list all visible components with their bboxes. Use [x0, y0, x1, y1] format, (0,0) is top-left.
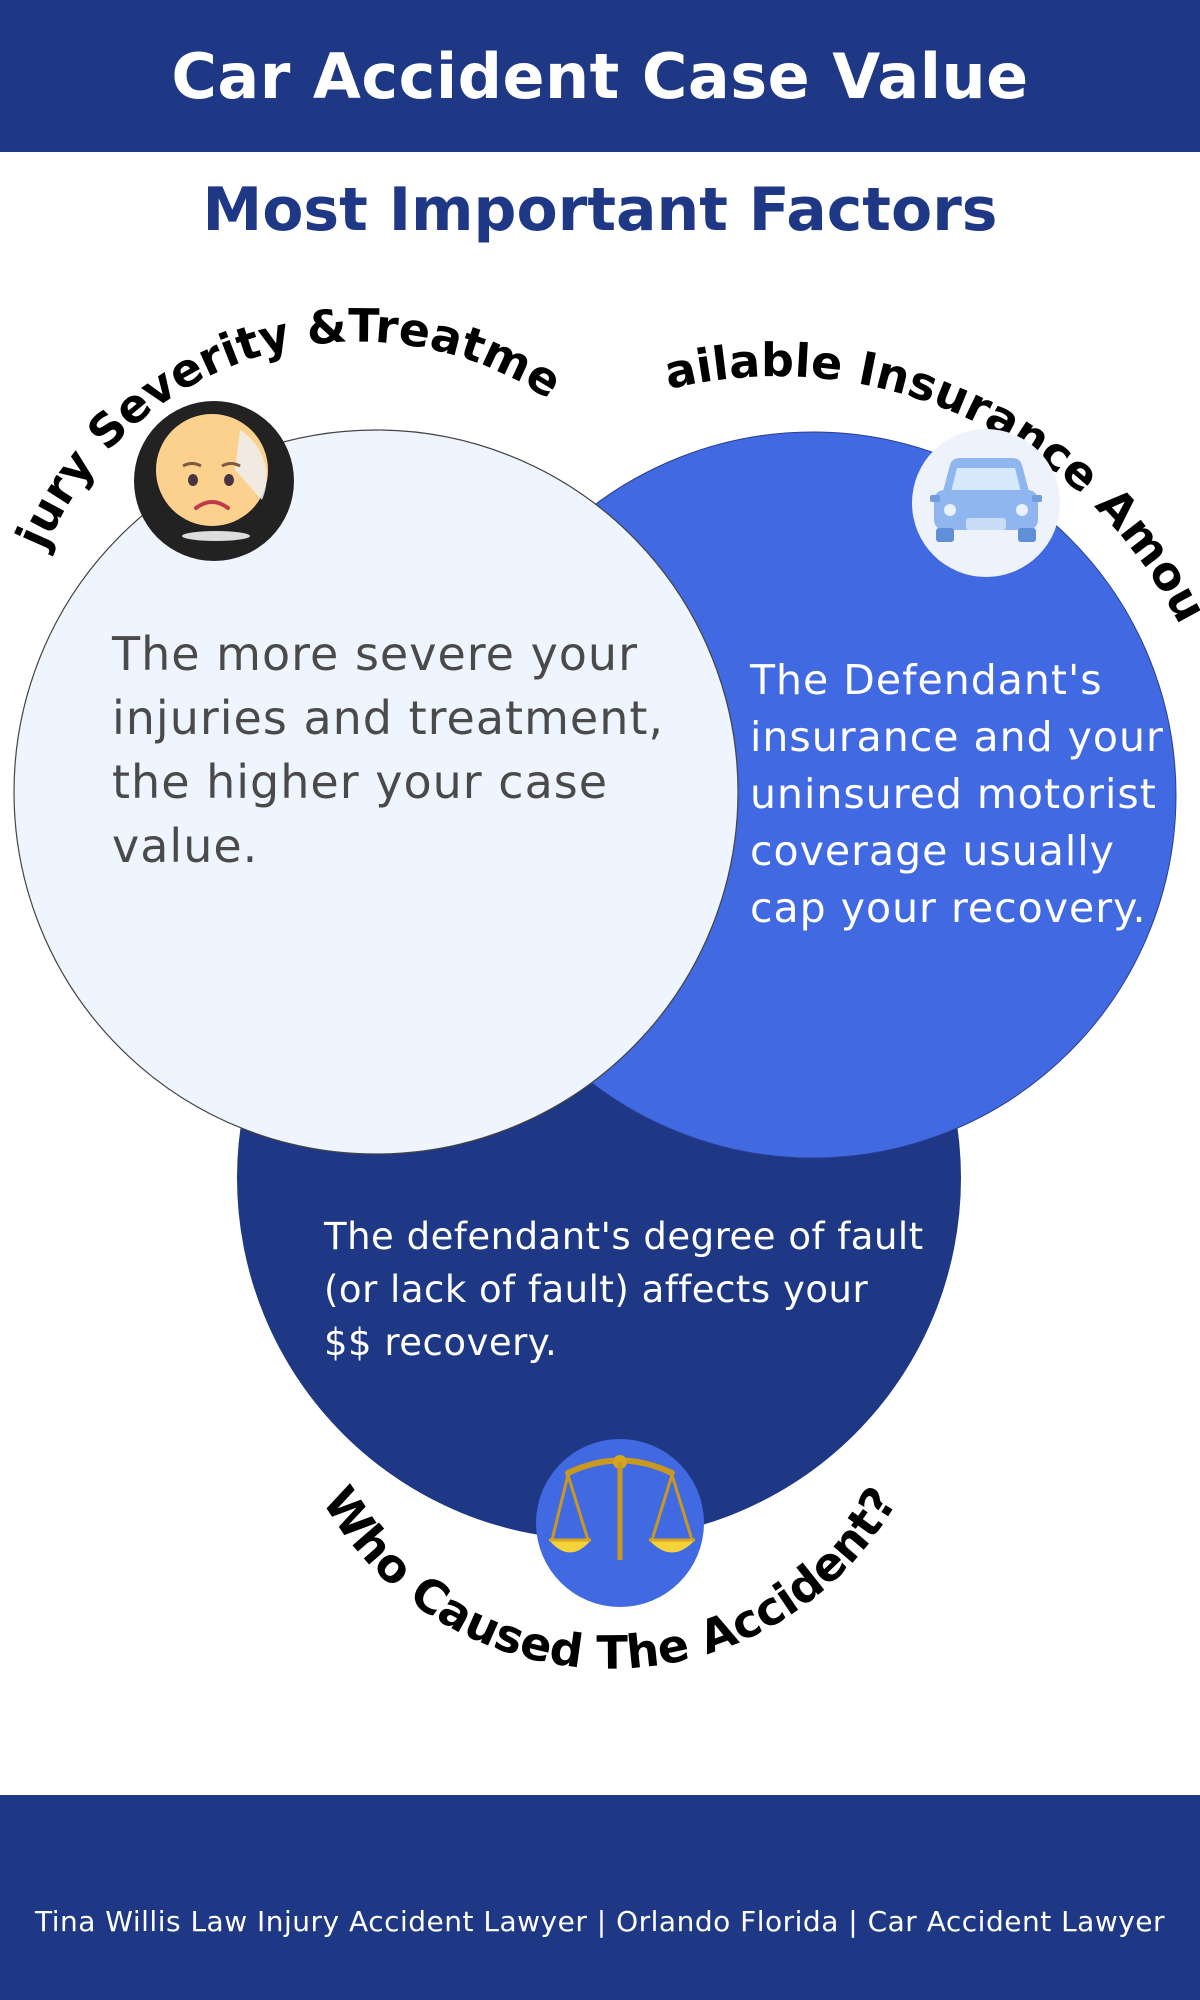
scales-of-justice-icon: [536, 1439, 704, 1607]
car-icon: [912, 429, 1060, 577]
header-banner: Car Accident Case Value: [0, 0, 1200, 152]
injury-description: The more severe your injuries and treatm…: [112, 627, 664, 873]
page-title: Car Accident Case Value: [171, 39, 1029, 113]
footer-credit: Tina Willis Law Injury Accident Lawyer |…: [34, 1905, 1166, 1938]
fault-description: The defendant's degree of fault (or lack…: [324, 1215, 924, 1364]
insurance-description: The Defendant's insurance and your unins…: [750, 656, 1164, 932]
page-subtitle: Most Important Factors: [202, 175, 998, 245]
sad-face-icon: [134, 401, 294, 561]
injury-circle: [13, 429, 739, 1155]
footer-banner: Tina Willis Law Injury Accident Lawyer |…: [0, 1795, 1200, 2000]
